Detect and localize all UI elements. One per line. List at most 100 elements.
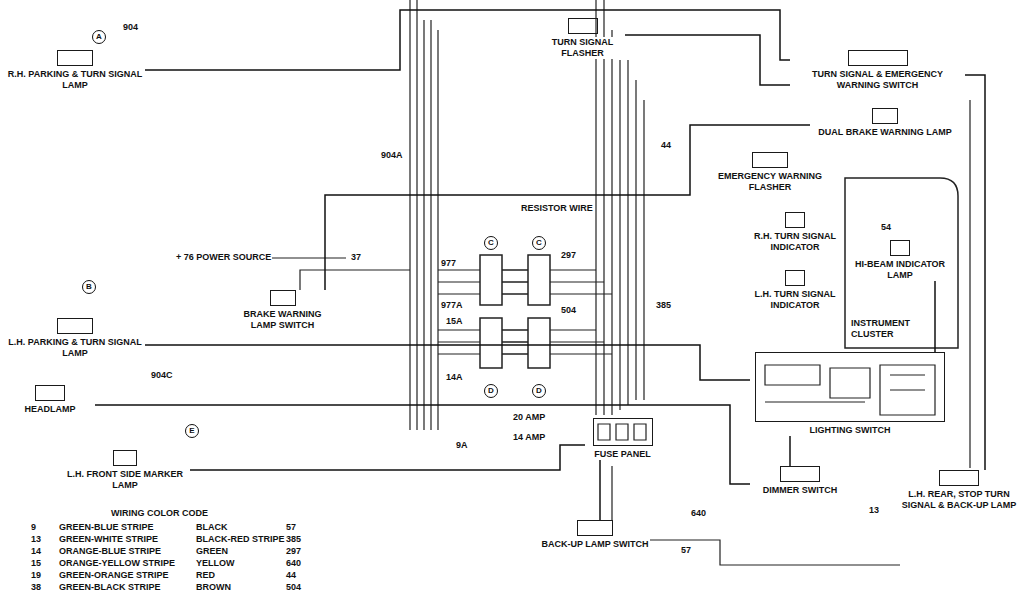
wire-label: 15 xyxy=(30,558,42,569)
component-name: L.H. REAR, STOP TURN SIGNAL & BACK-UP LA… xyxy=(900,489,1018,511)
component-node: L.H. TURN SIGNAL INDICATOR xyxy=(750,270,840,311)
component-name: L.H. TURN SIGNAL INDICATOR xyxy=(750,289,840,311)
wire-connector xyxy=(789,436,791,466)
wire-label: 904 xyxy=(122,22,139,33)
instrument-cluster-outline xyxy=(845,178,958,348)
component-node: DUAL BRAKE WARNING LAMP xyxy=(810,108,960,138)
wire-label: 385 xyxy=(655,300,672,311)
wire-label: 15A xyxy=(445,316,464,327)
wire-label: 977A xyxy=(440,300,464,311)
component-node: R.H. PARKING & TURN SIGNAL LAMP xyxy=(5,50,145,91)
wire-label: 13 xyxy=(30,534,42,545)
component-name: DUAL BRAKE WARNING LAMP xyxy=(810,127,960,138)
component-node: BACK-UP LAMP SWITCH xyxy=(540,520,650,550)
callout-letter: B xyxy=(82,280,96,294)
wire-label: GREEN-BLUE STRIPE xyxy=(58,522,155,533)
component-name: TURN SIGNAL & EMERGENCY WARNING SWITCH xyxy=(790,69,965,91)
component-symbol xyxy=(568,18,598,34)
wire-bundle xyxy=(596,0,644,520)
component-node: TURN SIGNAL & EMERGENCY WARNING SWITCH xyxy=(790,50,965,91)
wire-label: 14 AMP xyxy=(512,432,546,443)
leader-line xyxy=(264,257,346,258)
wire-label: 9 xyxy=(30,522,37,533)
wire-label: 44 xyxy=(285,570,297,581)
component-node: LIGHTING SWITCH xyxy=(750,352,950,436)
wire-label: 385 xyxy=(285,534,302,545)
component-symbol xyxy=(890,240,910,256)
component-node: L.H. REAR, STOP TURN SIGNAL & BACK-UP LA… xyxy=(900,470,1018,511)
component-symbol xyxy=(270,290,296,306)
component-name: EMERGENCY WARNING FLASHER xyxy=(700,171,840,193)
fuse-symbol xyxy=(598,424,646,440)
wire-connector xyxy=(95,405,750,484)
wire-label: 13 xyxy=(868,505,880,516)
wire-label: 54 xyxy=(880,222,892,233)
component-node: BRAKE WARNING LAMP SWITCH xyxy=(230,290,335,331)
wire-connector xyxy=(625,35,790,85)
wire-label: RESISTOR WIRE xyxy=(520,203,594,214)
wire-label: GREEN-ORANGE STRIPE xyxy=(58,570,170,581)
lighting-switch-detail xyxy=(765,365,935,415)
component-name: BRAKE WARNING LAMP SWITCH xyxy=(230,309,335,331)
component-symbol xyxy=(785,270,805,286)
wire-label: 57 xyxy=(680,545,692,556)
callout-letter: C xyxy=(484,236,498,250)
component-name: TURN SIGNAL FLASHER xyxy=(540,37,625,59)
component-name: R.H. PARKING & TURN SIGNAL LAMP xyxy=(5,69,145,91)
wire-label: 57 xyxy=(285,522,297,533)
wire-connector xyxy=(934,281,936,352)
component-name: HI-BEAM INDICATOR LAMP xyxy=(850,259,950,281)
component-name: R.H. TURN SIGNAL INDICATOR xyxy=(750,231,840,253)
wire-label: 904C xyxy=(150,370,174,381)
component-name: HEADLAMP xyxy=(5,404,95,415)
wire-label: 19 xyxy=(30,570,42,581)
wire-label: GREEN-BLACK STRIPE xyxy=(58,582,162,593)
component-node: FUSE PANEL xyxy=(585,418,660,460)
component-symbol xyxy=(593,418,653,446)
wire-connector xyxy=(190,445,585,470)
wire-label: 14 xyxy=(30,546,42,557)
component-symbol xyxy=(113,450,137,466)
wire-label: 504 xyxy=(285,582,302,593)
component-name: BACK-UP LAMP SWITCH xyxy=(540,539,650,550)
wire-connector xyxy=(599,460,601,520)
component-symbol xyxy=(57,318,93,334)
component-node: L.H. PARKING & TURN SIGNAL LAMP xyxy=(5,318,145,359)
component-symbol xyxy=(939,470,979,486)
component-name: LIGHTING SWITCH xyxy=(750,425,950,436)
callout-letter: D xyxy=(532,384,546,398)
component-symbol xyxy=(752,152,788,168)
wire-label: 640 xyxy=(690,508,707,519)
wire-label: 640 xyxy=(285,558,302,569)
wire-bundle xyxy=(410,0,438,430)
component-node: R.H. TURN SIGNAL INDICATOR xyxy=(750,212,840,253)
connector-group xyxy=(95,10,985,520)
wire-label: 904A xyxy=(380,150,404,161)
callout-letter: D xyxy=(484,384,498,398)
component-name: DIMMER SWITCH xyxy=(750,485,850,496)
wire-label: 14A xyxy=(445,372,464,383)
component-node: EMERGENCY WARNING FLASHER xyxy=(700,152,840,193)
wire-label: 44 xyxy=(660,140,672,151)
component-symbol xyxy=(755,352,945,422)
component-symbol xyxy=(57,50,93,66)
wire-label: 9A xyxy=(455,440,469,451)
component-symbol xyxy=(35,385,65,401)
component-symbol xyxy=(848,50,908,66)
wire-label: YELLOW xyxy=(195,558,236,569)
component-node: TURN SIGNAL FLASHER xyxy=(540,18,625,59)
wire-label: 297 xyxy=(285,546,302,557)
wire-label: 977 xyxy=(440,258,457,269)
wire-label: WIRING COLOR CODE xyxy=(110,508,209,519)
wire-label: 37 xyxy=(350,252,362,263)
wire-label: ORANGE-YELLOW STRIPE xyxy=(58,558,176,569)
wire-label: 38 xyxy=(30,582,42,593)
wire-label: 20 AMP xyxy=(512,412,546,423)
component-symbol xyxy=(780,466,820,482)
wire-label: ORANGE-BLUE STRIPE xyxy=(58,546,162,557)
component-node: HEADLAMP xyxy=(5,385,95,415)
wire-label: INSTRUMENT CLUSTER xyxy=(850,318,924,340)
wire-label: 297 xyxy=(560,250,577,261)
wire-label: BLACK-RED STRIPE xyxy=(195,534,286,545)
